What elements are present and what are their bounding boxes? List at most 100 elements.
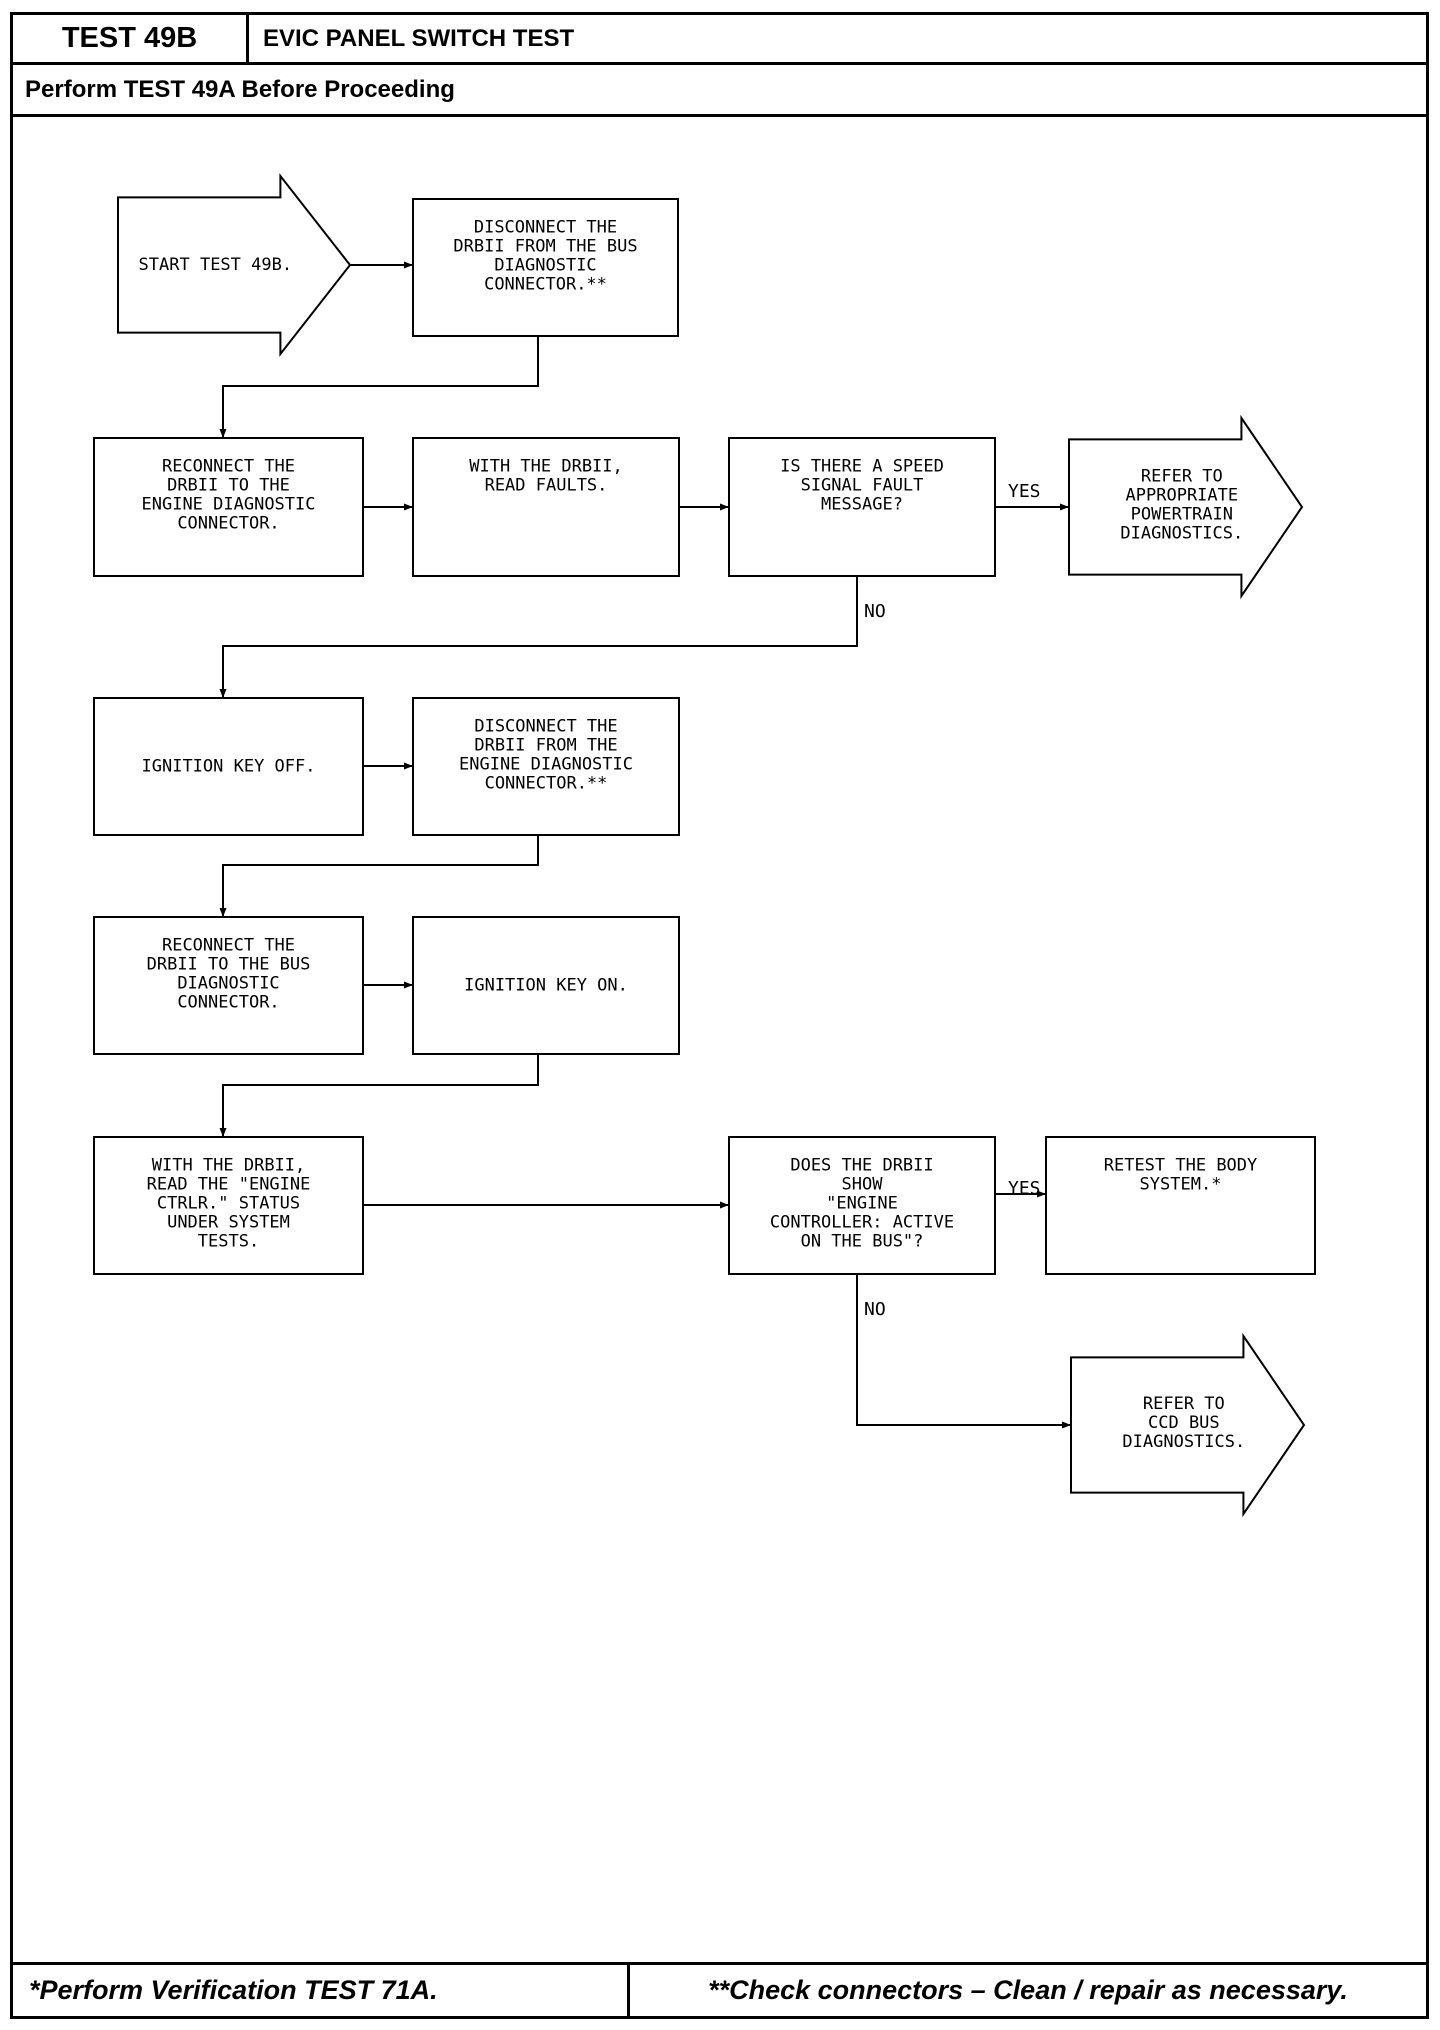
node-text-line: DISCONNECT THE (474, 218, 617, 238)
node-text-line: DIAGNOSTIC (494, 256, 596, 276)
process-box (412, 437, 680, 577)
node-text-line: UNDER SYSTEM (167, 1213, 290, 1233)
arrow-shape (117, 173, 352, 357)
node-start: START TEST 49B. (117, 173, 352, 357)
node-text-line: IGNITION KEY OFF. (142, 757, 316, 777)
node-text-line: CONTROLLER: ACTIVE (770, 1213, 954, 1233)
node-text-line: IGNITION KEY ON. (464, 976, 628, 996)
edge-key-on-to-read-status (219, 1054, 539, 1137)
sheet-title: EVIC PANEL SWITCH TEST (249, 15, 1426, 65)
edge-disconnect-bus-to-reconnect-engine (219, 336, 539, 438)
node-read-faults: WITH THE DRBII,READ FAULTS. (412, 437, 680, 577)
edge-disconnect-engine-to-reconnect-bus (219, 835, 539, 917)
node-text-line: DRBII TO THE BUS (147, 955, 311, 975)
node-text-line: RECONNECT THE (162, 936, 295, 956)
node-text-line: REFER TO (1141, 467, 1223, 487)
node-text-line: CONNECTOR. (177, 993, 279, 1013)
process-box (1045, 1136, 1316, 1275)
node-text: IGNITION KEY ON. (464, 976, 628, 996)
node-text-line: DIAGNOSTICS. (1122, 1432, 1245, 1452)
edge-speed-fault-to-key-off (219, 576, 858, 698)
node-text-line: "ENGINE (826, 1194, 898, 1214)
node-text-line: ON THE BUS"? (801, 1232, 924, 1252)
node-text-line: DIAGNOSTICS. (1120, 524, 1243, 544)
footer-note-verification: *Perform Verification TEST 71A. (13, 1965, 630, 2016)
footer-note-connectors: **Check connectors – Clean / repair as n… (708, 1975, 1348, 2005)
sheet-subtitle: Perform TEST 49A Before Proceeding (13, 65, 1426, 117)
node-text-line: WITH THE DRBII, (469, 457, 623, 477)
node-key-off: IGNITION KEY OFF. (93, 697, 364, 836)
node-text-line: DISCONNECT THE (474, 717, 617, 737)
node-text-line: TESTS. (198, 1232, 259, 1252)
node-text-line: SYSTEM.* (1140, 1175, 1222, 1195)
process-box (93, 1136, 364, 1275)
node-text-line: IS THERE A SPEED (780, 457, 944, 477)
node-text-line: DRBII FROM THE (474, 736, 617, 756)
node-text-line: READ FAULTS. (485, 476, 608, 496)
node-text-line: APPROPRIATE (1126, 486, 1239, 506)
process-box (93, 916, 364, 1055)
node-text: START TEST 49B. (139, 255, 293, 275)
node-text-line: CTRLR." STATUS (157, 1194, 300, 1214)
node-text-line: ENGINE DIAGNOSTIC (142, 495, 316, 515)
node-text-line: READ THE "ENGINE (147, 1175, 311, 1195)
process-box (412, 916, 680, 1055)
process-box (93, 697, 364, 836)
edge-label-yes: YES (1008, 481, 1041, 502)
node-text-line: SIGNAL FAULT (801, 476, 924, 496)
node-text-line: ENGINE DIAGNOSTIC (459, 755, 633, 775)
edge-engine-active-to-ccd-bus (856, 1274, 1071, 1429)
node-text-line: DOES THE DRBII (790, 1156, 933, 1176)
node-text-line: MESSAGE? (821, 495, 903, 515)
decision-box (728, 437, 996, 577)
node-text-line: CCD BUS (1148, 1413, 1220, 1433)
node-text-line: WITH THE DRBII, (152, 1156, 306, 1176)
node-text-line: CONNECTOR. (177, 514, 279, 534)
node-text: IGNITION KEY OFF. (142, 757, 316, 777)
node-text-line: CONNECTOR.** (484, 275, 607, 295)
node-text-line: POWERTRAIN (1131, 505, 1233, 525)
arrow-shape (1068, 414, 1304, 600)
node-text-line: RECONNECT THE (162, 457, 295, 477)
node-text-line: DRBII TO THE (167, 476, 290, 496)
node-text-line: START TEST 49B. (139, 255, 293, 275)
arrow-shape (1070, 1332, 1306, 1518)
edge-label-no: NO (864, 601, 886, 622)
edge-label-yes: YES (1008, 1178, 1041, 1199)
node-text-line: CONNECTOR.** (485, 774, 608, 794)
node-text-line: DIAGNOSTIC (177, 974, 279, 994)
node-key-on: IGNITION KEY ON. (412, 916, 680, 1055)
node-text-line: RETEST THE BODY (1104, 1156, 1258, 1176)
node-text: WITH THE DRBII,READ FAULTS. (469, 457, 623, 496)
node-text-line: SHOW (842, 1175, 884, 1195)
decision-box (728, 1136, 996, 1275)
node-text-line: REFER TO (1143, 1394, 1225, 1414)
node-text-line: DRBII FROM THE BUS (453, 237, 637, 257)
test-id: TEST 49B (13, 15, 249, 65)
edge-label-no: NO (864, 1299, 886, 1320)
process-box (412, 198, 679, 337)
process-box (412, 697, 680, 836)
process-box (93, 437, 364, 577)
